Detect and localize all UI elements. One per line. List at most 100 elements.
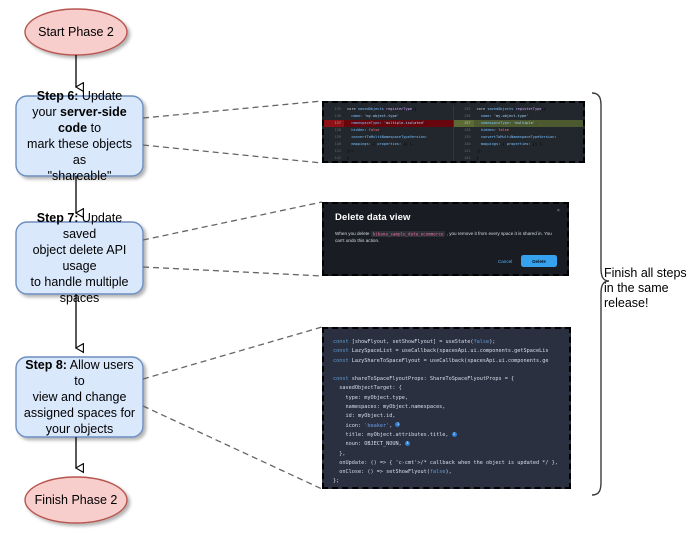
diff-line: 140 mappings: { properties: {} }, bbox=[324, 141, 453, 148]
code-line: const LazyShareToSpaceFlyout = useCallba… bbox=[333, 357, 549, 364]
diff-line-code: name: 'my-object-type', bbox=[351, 114, 402, 118]
diff-line-number: 135 bbox=[464, 107, 471, 111]
diff-line-number: 138 bbox=[334, 128, 342, 132]
step7-line3: to handle multiple spaces bbox=[30, 275, 129, 305]
diff-line-number: 141 bbox=[334, 149, 342, 153]
diff-line-code: convertToMultiNamespaceTypeVersion: ' bbox=[351, 135, 432, 139]
node-finish-label: Finish Phase 2 bbox=[34, 492, 118, 507]
code-line: type: myObject.type, bbox=[333, 394, 408, 401]
diff-line-code: mappings: { properties: {} }, bbox=[480, 142, 544, 146]
code-line: title: myObject.attributes.title, 2 bbox=[333, 431, 457, 438]
callout-lines bbox=[142, 100, 323, 490]
step6-line2b: to bbox=[87, 121, 102, 135]
diff-line-code: }); bbox=[476, 149, 484, 153]
node-step8-label: Step 8: Allow users to view and change a… bbox=[16, 357, 143, 437]
step8-bold: Step 8: bbox=[25, 358, 67, 372]
diff-line: 140 mappings: { properties: {} }, bbox=[454, 141, 584, 148]
diff-line: 137 namespaceType: 'multiple-isolated', bbox=[324, 120, 453, 127]
diff-line: 138 hidden: false, bbox=[454, 127, 584, 134]
code-line: const [showFlyout, setShowFlyout] = useS… bbox=[333, 339, 496, 345]
code-line: namespaces: myObject.namespaces, bbox=[333, 404, 446, 411]
step7-line2: object delete API usage bbox=[32, 243, 127, 273]
step7-line1: Update saved bbox=[62, 211, 123, 241]
diff-line-number: 137 bbox=[324, 120, 344, 127]
diff-line-number: 140 bbox=[464, 142, 471, 146]
step7-bold: Step 7: bbox=[36, 211, 79, 225]
diff-line: 136 name: 'my-object-type', bbox=[324, 113, 453, 120]
step8-line3: assigned spaces for bbox=[23, 406, 136, 420]
code-line: }; bbox=[333, 478, 340, 485]
diff-line-number: 136 bbox=[334, 114, 342, 118]
code-line: icon: 'beaker', 1 bbox=[333, 422, 401, 429]
step8-line4: your objects bbox=[45, 422, 114, 436]
code-line: onUpdate: () => { 'c-cmt'>/* callback wh… bbox=[333, 459, 558, 466]
node-start bbox=[24, 8, 128, 56]
diff-line-code: namespaceType: 'multiple', bbox=[480, 121, 538, 125]
diff-line: 139 convertToMultiNamespaceTypeVersion: … bbox=[454, 134, 584, 141]
cancel-button[interactable]: Cancel bbox=[497, 258, 513, 264]
step6-line2-bold: server-side code bbox=[57, 105, 127, 135]
screenshot-delete-data-view-dialog: × Delete data view When you delete kiban… bbox=[322, 202, 569, 276]
diff-line-code: name: 'my-object-type', bbox=[480, 114, 531, 118]
code-line: noun: OBJECT_NOUN, 3 bbox=[333, 440, 410, 448]
diff-line: 135 core.savedObjects.registerType({ bbox=[454, 106, 584, 113]
diff-line-code: } bbox=[476, 156, 479, 160]
dialog-body-after: , you remove it from every space it is s… bbox=[335, 231, 552, 243]
diff-line-number: 139 bbox=[334, 135, 342, 139]
diff-line: 141}); bbox=[454, 148, 584, 155]
diff-line-number: 138 bbox=[464, 128, 471, 132]
node-step8 bbox=[15, 356, 144, 438]
diff-line-code: mappings: { properties: {} }, bbox=[351, 142, 415, 146]
code-line: onClose: () => setShowFlyout(false), bbox=[333, 469, 452, 476]
delete-button[interactable]: Delete bbox=[521, 255, 557, 267]
diff-line-code: } bbox=[347, 156, 350, 160]
code-line: savedObjectTarget: { bbox=[333, 385, 402, 392]
code-annotation-badge: 2 bbox=[451, 431, 457, 437]
screenshot-server-side-code-diff: 135 core.savedObjects.registerType({ 136 n… bbox=[322, 101, 585, 163]
diff-line: 139 convertToMultiNamespaceTypeVersion: … bbox=[324, 134, 453, 141]
node-step6-label: Step 6: Update your server-side code to … bbox=[16, 89, 143, 183]
node-step6 bbox=[15, 95, 144, 177]
code-line: const shareToSpaceFlyoutProps: ShareToSp… bbox=[333, 376, 515, 383]
dialog-title: Delete data view bbox=[335, 212, 411, 223]
release-note: Finish all steps in the same release! bbox=[604, 266, 687, 310]
dialog-actions: Cancel Delete bbox=[498, 255, 557, 267]
step6-line3: mark these objects as bbox=[27, 137, 132, 167]
step6-line4: "shareable" bbox=[47, 169, 112, 183]
code-annotation-badge: 3 bbox=[404, 440, 410, 446]
diff-line-number: 140 bbox=[334, 142, 342, 146]
diff-line: 141}); bbox=[324, 148, 453, 155]
dialog-object-name: kibana_sample_data_ecommerce bbox=[370, 230, 446, 237]
diff-line-number: 141 bbox=[464, 149, 471, 153]
diff-line-code: }); bbox=[347, 149, 354, 153]
node-start-label: Start Phase 2 bbox=[38, 24, 114, 39]
screenshot-share-to-space-flyout-code: const [showFlyout, setShowFlyout] = useS… bbox=[322, 327, 571, 489]
step8-line1: Allow users to bbox=[66, 358, 134, 388]
diff-line-code: hidden: false, bbox=[480, 128, 512, 132]
code-body: const [showFlyout, setShowFlyout] = useS… bbox=[333, 338, 569, 487]
diff-line-number: 142 bbox=[334, 156, 342, 160]
diff-line-code: hidden: false, bbox=[351, 128, 382, 132]
diff-line-number: 135 bbox=[334, 107, 342, 111]
step6-line2a: your bbox=[32, 105, 61, 119]
diff-line: 138 hidden: false, bbox=[324, 127, 453, 134]
diff-line: 142} bbox=[324, 155, 453, 161]
diff-line: 142} bbox=[454, 155, 584, 161]
diff-line-number: 137 bbox=[453, 120, 474, 127]
diff-line-code: core.savedObjects.registerType({ bbox=[476, 107, 546, 111]
diff-line-number: 139 bbox=[464, 135, 471, 139]
node-finish bbox=[24, 476, 128, 524]
step8-line2: view and change bbox=[32, 390, 127, 404]
close-icon[interactable]: × bbox=[556, 208, 560, 214]
code-annotation-badge: 1 bbox=[395, 422, 401, 428]
diff-line-number: 142 bbox=[464, 156, 471, 160]
step6-bold: Step 6: bbox=[36, 89, 79, 103]
diff-line-code: convertToMultiNamespaceTypeVersion: ' bbox=[480, 135, 561, 139]
node-step7 bbox=[15, 221, 144, 295]
code-line: }, bbox=[333, 450, 346, 457]
code-line: const LazySpaceList = useCallback(spaces… bbox=[333, 348, 549, 355]
node-step7-label: Step 7: Update saved object delete API u… bbox=[16, 211, 143, 305]
